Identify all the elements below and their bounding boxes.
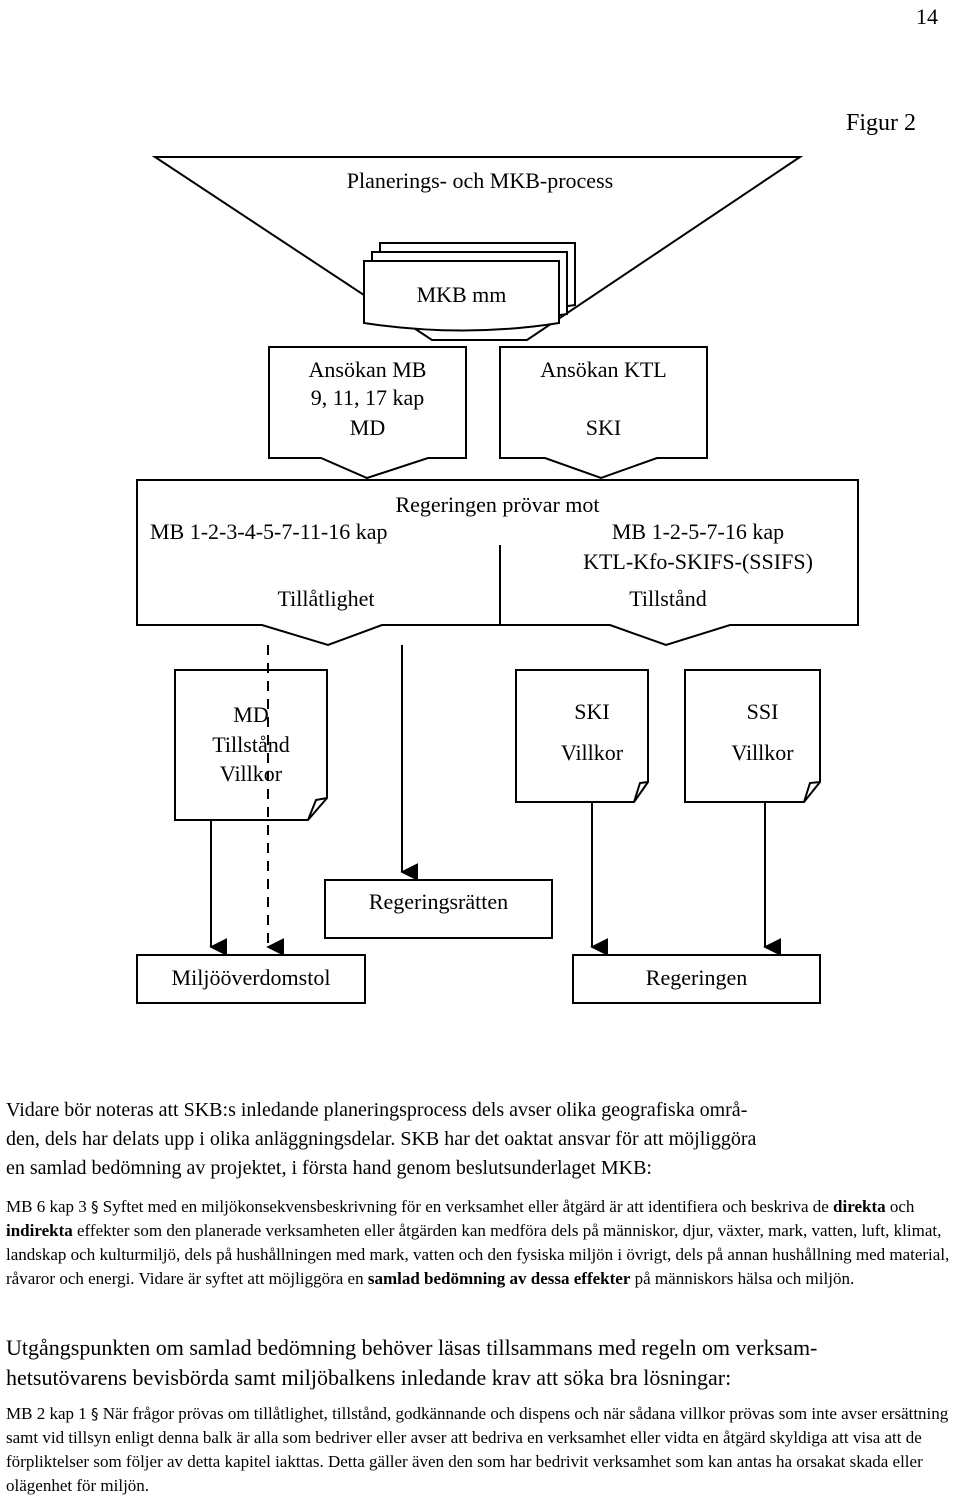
ansokan-mb-line3: MD — [349, 415, 386, 440]
quote-1-bold-b: indirekta — [6, 1221, 73, 1240]
figure-label: Figur 2 — [846, 110, 917, 136]
ansokan-ktl-line2: SKI — [585, 415, 622, 440]
quote-1-ref: MB 6 kap 3 — [6, 1197, 91, 1216]
regeringen-label: Regeringen — [645, 965, 748, 990]
process-diagram — [136, 156, 859, 1004]
ski-doc-line1: SKI — [574, 699, 610, 724]
regeringsratten-box — [324, 879, 553, 939]
mkb-doc-label: MKB mm — [416, 282, 507, 307]
quote-1-text-c: effekter som den planerade verksamheten … — [6, 1221, 950, 1288]
ssi-doc-line2: Villkor — [731, 740, 794, 765]
md-doc-line3: Villkor — [219, 761, 283, 786]
quote-2-ref: MB 2 kap 1 — [6, 1404, 91, 1423]
section-sign: § — [91, 1198, 99, 1216]
md-doc-shape — [174, 669, 328, 821]
ski-doc-shape — [515, 669, 649, 803]
regeringen-provar-title: Regeringen prövar mot — [395, 492, 600, 517]
regeringen-provar-shape — [136, 479, 859, 647]
ansokan-mb-shape — [268, 346, 467, 480]
miljooverdomstol-label: Miljööverdomstol — [171, 965, 331, 990]
ssi-doc-line1: SSI — [746, 699, 779, 724]
regeringsratten-label: Regeringsrätten — [368, 889, 509, 914]
quote-1-text-d: på människors hälsa och miljön. — [630, 1269, 855, 1288]
section-sign: § — [91, 1405, 99, 1423]
regeringen-provar-right1: MB 1-2-5-7-16 kap — [611, 519, 785, 544]
md-doc-line1: MD — [233, 702, 269, 727]
paragraph-1: Vidare bör noteras att SKB:s inledande p… — [6, 1096, 952, 1183]
quote-2-text: När frågor prövas om tillåtlighet, tills… — [6, 1404, 949, 1495]
quote-1-bold-a: direkta — [833, 1197, 886, 1216]
regeringen-provar-right2: KTL-Kfo-SKIFS-(SSIFS) — [583, 549, 813, 574]
ansokan-ktl-line1: Ansökan KTL — [540, 357, 667, 382]
quote-mb-2-1: MB 2 kap 1 § När frågor prövas om tillåt… — [6, 1402, 952, 1498]
ansokan-mb-line2: 9, 11, 17 kap — [310, 385, 425, 410]
mkb-doc-front — [363, 260, 560, 332]
paragraph-2-line1: Utgångspunkten om samlad bedömning behöv… — [6, 1335, 818, 1360]
paragraph-2-line2: hetsutövarens bevisbörda samt miljöbalke… — [6, 1365, 732, 1390]
paragraph-1-line3: en samlad bedömning av projektet, i förs… — [6, 1157, 652, 1179]
process-title: Planerings- och MKB-process — [346, 168, 614, 193]
quote-1-text-a: Syftet med en miljökonsekvensbeskrivning… — [98, 1197, 834, 1216]
ansokan-mb-line1: Ansökan MB — [308, 357, 427, 382]
page-number: 14 — [916, 4, 938, 29]
tillatlighet-label: Tillåtlighet — [277, 586, 375, 611]
regeringen-box — [572, 954, 821, 1004]
ssi-doc-shape — [684, 669, 821, 803]
quote-1-text-b: och — [885, 1197, 915, 1216]
ansokan-ktl-shape — [499, 346, 708, 480]
paragraph-1-line1: Vidare bör noteras att SKB:s inledande p… — [6, 1099, 748, 1121]
ski-doc-line2: Villkor — [560, 740, 624, 765]
paragraph-2: Utgångspunkten om samlad bedömning behöv… — [6, 1333, 952, 1393]
quote-mb-6-3: MB 6 kap 3 § Syftet med en miljökonsekve… — [6, 1195, 952, 1291]
regeringen-provar-left: MB 1-2-3-4-5-7-11-16 kap — [150, 519, 388, 544]
paragraph-1-line2: den, dels har delats upp i olika anläggn… — [6, 1128, 757, 1150]
miljooverdomstol-box — [136, 954, 366, 1004]
quote-1-bold-c: samlad bedömning av dessa effekter — [367, 1269, 631, 1288]
tillstand-label: Tillstånd — [629, 586, 707, 611]
md-doc-line2: Tillstånd — [212, 732, 290, 757]
